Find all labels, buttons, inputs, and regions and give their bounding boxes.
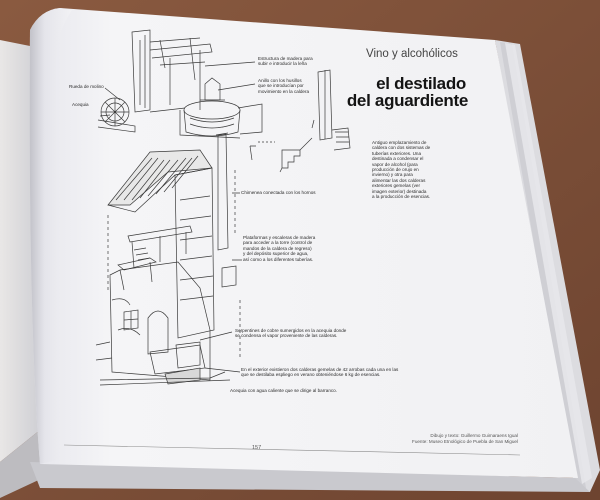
label-rueda: Rueda de molino [69,84,104,89]
lower-drawing [95,132,242,386]
section-label: Vino y alcohólicos [366,48,458,60]
credit-line-2: Fuente: Museo Etnológico de Puebla de Sa… [412,439,518,444]
page-title-line-1: el destilado [376,74,466,93]
upper-drawing [97,29,351,173]
label-estructura: Estructura de madera para subir e introd… [258,56,313,67]
page-number: 157 [252,445,262,451]
credit-line-1: Dibujo y texto: Guillermo Guimaraens Igu… [430,433,518,438]
label-plataformas: Plataformas y escaleras de madera para a… [243,235,316,262]
sidebar-caption: Antiguo emplazamiento de caldera con dos… [372,140,431,200]
label-acequia: Acequia [72,102,89,107]
label-chimenea: Chimenea conectada con los hornos [241,190,316,195]
label-exterior: En el exterior existieron dos calderas g… [241,367,399,378]
label-acequia-agua: Acequia con agua caliente que se dirige … [230,388,338,393]
label-serpentines: Serpentines de cobre sumergidos en la ac… [235,328,347,339]
label-anillo: Anillo con los husillos que se introducí… [258,78,310,94]
page-title-line-2: del aguardiente [346,91,468,110]
